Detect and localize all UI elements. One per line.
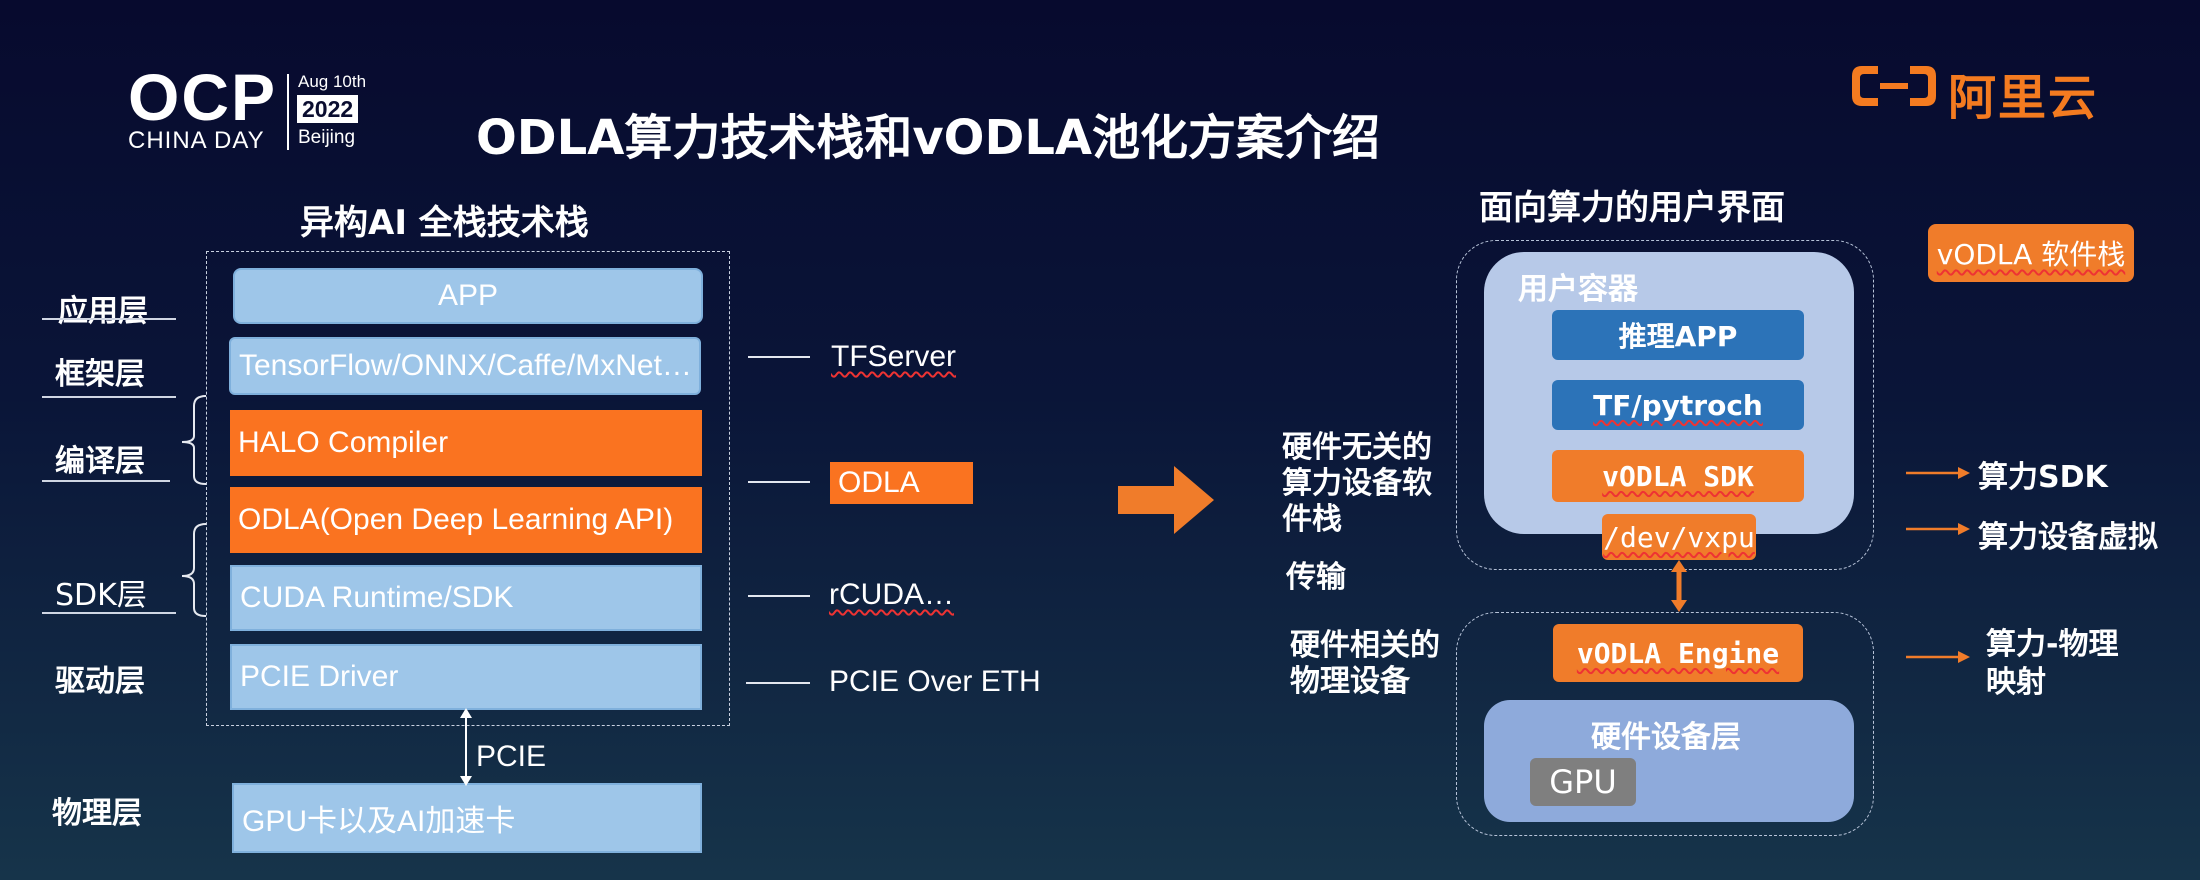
event-year: 2022	[297, 95, 359, 123]
dev-vxpu-box: /dev/vxpu	[1602, 514, 1756, 560]
layer-label-sdk: SDK层	[55, 578, 147, 613]
ocp-logo-text: OCP	[128, 60, 278, 134]
hw-dependent-device-label: 硬件相关的 物理设备	[1290, 628, 1440, 700]
hw-independent-line2: 算力设备软	[1282, 466, 1432, 501]
ocp-logo-subtitle: CHINA DAY	[128, 127, 265, 154]
rcuda-label: rCUDA…	[829, 578, 954, 611]
connector-line	[748, 356, 810, 358]
pcie-over-eth-label: PCIE Over ETH	[829, 665, 1041, 698]
layer-divider	[42, 480, 170, 482]
layer-label-framework: 框架层	[55, 357, 145, 392]
hw-independent-stack-label: 硬件无关的 算力设备软 件栈	[1282, 430, 1432, 538]
compute-virtualization-label: 算力设备虚拟	[1978, 520, 2158, 555]
transfer-label: 传输	[1286, 560, 1346, 595]
alibaba-cloud-brand-name: 阿里云	[1948, 70, 2099, 126]
gpu-box: GPU	[1530, 758, 1636, 806]
hw-dependent-line2: 物理设备	[1290, 664, 1410, 699]
tf-pytorch-box: TF/pytroch	[1552, 380, 1804, 430]
event-date: Aug 10th	[298, 72, 367, 91]
connector-line	[748, 595, 810, 597]
right-section-title: 面向算力的用户界面	[1479, 188, 1785, 228]
layer-braces	[181, 395, 207, 617]
pcie-double-arrow	[460, 708, 472, 786]
compute-mapping-line1: 算力-物理	[1986, 627, 2119, 662]
pcie-label: PCIE	[476, 740, 547, 773]
page-title-text: ODLA算力技术栈和vODLA池化方案介绍	[476, 110, 1381, 166]
compute-sdk-label: 算力SDK	[1978, 460, 2108, 495]
compute-mapping-label: 算力-物理 映射	[1986, 626, 2118, 702]
dev-vxpu-text: /dev/vxpu	[1603, 520, 1755, 554]
layer-label-physical: 物理层	[52, 796, 142, 831]
layer-divider	[42, 396, 176, 398]
arrow-right-icon	[1906, 523, 1970, 535]
pcie-driver-box: PCIE Driver	[230, 644, 702, 710]
vodla-sdk-text: vODLA SDK	[1602, 459, 1754, 493]
ocp-logo-divider	[287, 74, 289, 150]
connector-line	[746, 682, 810, 684]
user-container-title: 用户容器	[1518, 272, 1638, 307]
transfer-double-arrow	[1671, 560, 1687, 612]
left-section-title: 异构AI 全栈技术栈	[300, 203, 589, 243]
tfserver-label: TFServer	[831, 340, 957, 373]
hardware-device-layer-title: 硬件设备层	[1591, 720, 1741, 755]
layer-label-driver: 驱动层	[55, 664, 145, 699]
event-city: Beijing	[298, 127, 356, 148]
arrow-right-icon	[1906, 651, 1970, 663]
framework-box: TensorFlow/ONNX/Caffe/MxNet…	[229, 337, 701, 395]
hw-dependent-line1: 硬件相关的	[1290, 628, 1440, 663]
hw-independent-line1: 硬件无关的	[1282, 430, 1432, 465]
user-container-outer	[1456, 240, 1874, 570]
vodla-software-stack-badge: vODLA 软件栈	[1928, 224, 2134, 282]
vodla-badge-text: vODLA 软件栈	[1936, 238, 2126, 271]
tf-pytorch-text: TF/pytroch	[1593, 388, 1763, 422]
inference-app-box: 推理APP	[1552, 310, 1804, 360]
cuda-runtime-box: CUDA Runtime/SDK	[230, 565, 702, 631]
app-box: APP	[233, 268, 703, 324]
layer-label-compiler: 编译层	[55, 444, 145, 479]
connector-line	[748, 481, 810, 483]
hardware-container-outer	[1456, 612, 1874, 836]
right-arrow-icon	[1118, 466, 1214, 534]
layer-divider	[42, 318, 176, 320]
hw-independent-line3: 件栈	[1282, 502, 1342, 537]
layer-divider	[42, 612, 176, 614]
odla-label: ODLA	[830, 462, 973, 504]
arrow-right-icon	[1906, 467, 1970, 479]
vodla-engine-box: vODLA Engine	[1553, 624, 1803, 682]
alibaba-cloud-logo-icon	[1852, 66, 1936, 106]
compute-mapping-line2: 映射	[1986, 665, 2046, 700]
odla-api-box: ODLA(Open Deep Learning API)	[230, 487, 702, 553]
halo-compiler-box: HALO Compiler	[230, 410, 702, 476]
gpu-card-box: GPU卡以及AI加速卡	[232, 783, 702, 853]
page-title: ODLA算力技术栈和vODLA池化方案介绍	[476, 98, 1380, 168]
vodla-engine-text: vODLA Engine	[1576, 636, 1780, 670]
vodla-sdk-box: vODLA SDK	[1552, 450, 1804, 502]
stack-frame	[206, 251, 730, 726]
layer-label-app: 应用层	[58, 294, 148, 329]
